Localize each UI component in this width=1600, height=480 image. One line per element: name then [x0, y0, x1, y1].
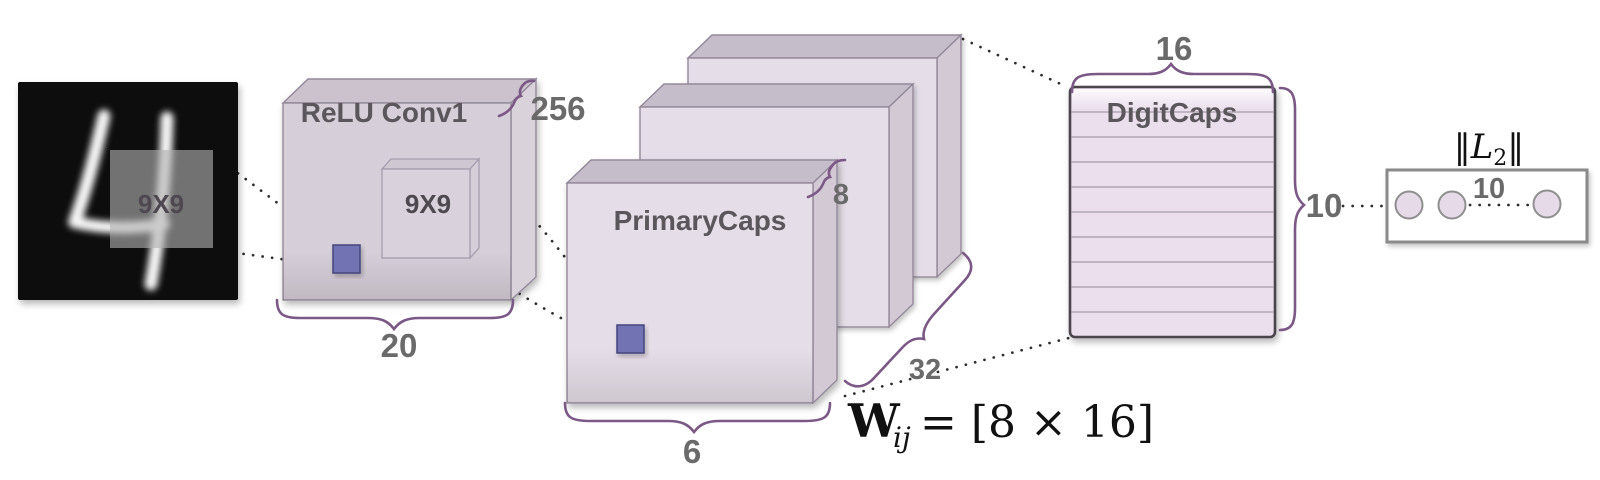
input-kernel-overlay: [110, 150, 213, 248]
digitcaps-layer: DigitCaps 16 10: [1068, 30, 1343, 339]
digitcaps-title: DigitCaps: [1107, 97, 1238, 128]
primarycaps-title: PrimaryCaps: [614, 205, 787, 236]
digitcaps-dim-label: 16: [1156, 30, 1193, 67]
conv1-kernel-cube: 9X9: [380, 157, 481, 260]
output-node-1: [1394, 190, 1424, 220]
output-norm-close: ‖: [1507, 127, 1524, 167]
primarycaps-width-brace: [563, 401, 832, 435]
transform-symbol: W: [847, 394, 901, 448]
transform-formula: W ij = [8 × 16]: [847, 394, 1154, 454]
primarycaps-layer: PrimaryCaps 8 32 6: [563, 33, 973, 470]
transform-value: = [8 × 16]: [920, 397, 1154, 448]
digitcaps-top-highlight: [1072, 89, 1273, 109]
conv1-layer: ReLU Conv1 9X9 256 20: [275, 77, 586, 364]
conv1-depth-brace: [497, 79, 536, 118]
conv1-window-square: [332, 244, 361, 274]
digitcaps-count-brace: [1278, 86, 1306, 332]
conv1-depth-label: 256: [530, 90, 585, 127]
digitcaps-row-lines: [1071, 111, 1274, 313]
connector-primarycaps-to-digitcaps-top: [961, 37, 1067, 88]
mnist-input-image: 9X9: [18, 82, 238, 300]
primarycaps-box-front: [565, 158, 839, 405]
primarycaps-dim-brace: [806, 158, 847, 199]
digitcaps-dim-brace: [1070, 61, 1275, 94]
output-letter: L: [1470, 127, 1494, 167]
output-title: ‖L2‖: [1454, 127, 1525, 171]
primarycaps-stacks-brace: [843, 251, 973, 388]
conv1-width-label: 20: [381, 327, 418, 364]
connector-conv1-to-primarycaps-bottom: [470, 259, 631, 352]
conv1-width-brace: [275, 298, 515, 332]
primarycaps-stacks-label: 32: [909, 354, 941, 386]
primarycaps-window-square: [616, 324, 645, 354]
input-kernel-label: 9X9: [138, 189, 184, 219]
primarycaps-dim-label: 8: [833, 179, 849, 211]
output-subscript: 2: [1493, 146, 1507, 171]
conv1-title: ReLU Conv1: [301, 97, 467, 128]
transform-subscript: ij: [893, 421, 911, 454]
conv1-kernel-label: 9X9: [405, 189, 451, 219]
output-layer: ‖L2‖ 10: [1385, 127, 1589, 244]
primarycaps-width-label: 6: [683, 433, 701, 470]
connector-w-to-digitcaps-bottom: [843, 336, 1071, 398]
output-node-2: [1437, 190, 1467, 220]
digitcaps-count-label: 10: [1306, 187, 1343, 224]
output-count-label: 10: [1473, 173, 1505, 205]
output-node-3: [1532, 189, 1562, 219]
output-norm-open: ‖: [1454, 127, 1471, 167]
